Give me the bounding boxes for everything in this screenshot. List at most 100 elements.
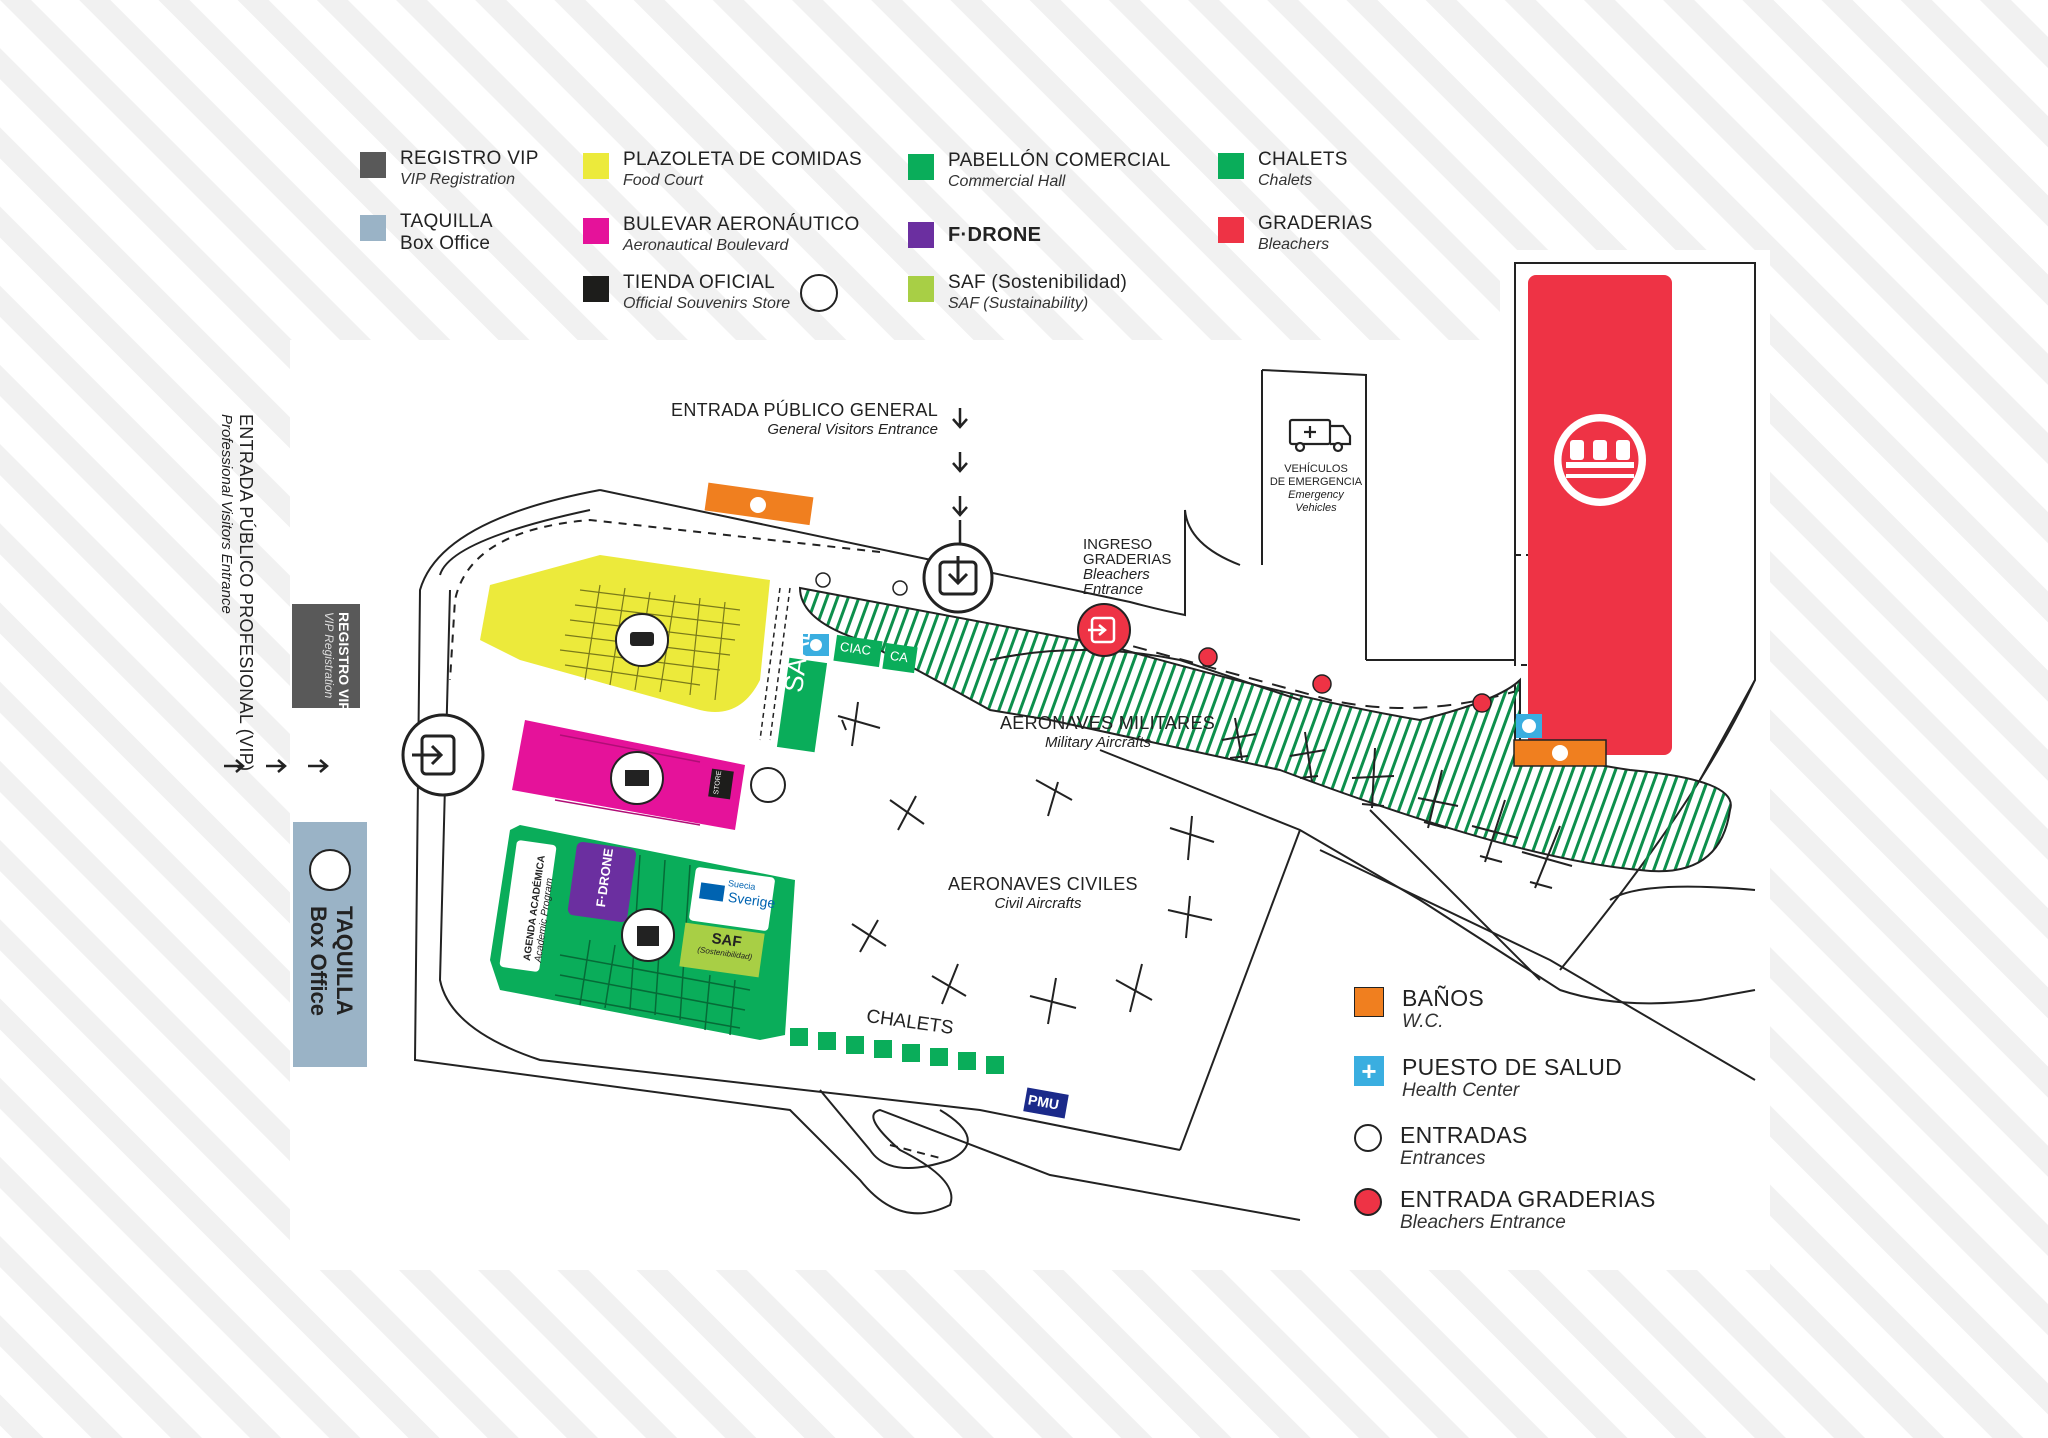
shopping-bag-icon [800,274,839,312]
legend-saf: SAF (Sostenibilidad)SAF (Sustainability) [908,272,1127,314]
dashed-column [759,587,791,741]
bleachers-entrance-markers [1198,647,1492,713]
legend-swatch [583,218,609,244]
sweden-block [689,867,775,931]
burger-icon [630,632,654,646]
bleachers-seat-icon [1554,414,1646,506]
entrance-icon [1354,1124,1382,1152]
entrances-main: ENTRADAS [1400,1122,1528,1148]
military-sub: Military Aircrafts [1044,734,1152,751]
legend-main: GRADERIAS [1258,213,1373,234]
bleachers-entrance-sub: Bleachers Entrance [1400,1212,1566,1233]
health-sub: Health Center [1402,1080,1520,1101]
box-office-sub: Box Office [306,906,331,1017]
legend-main: REGISTRO VIP [400,148,539,169]
emergency-sub2: Vehicles [1295,502,1337,514]
legend-sub: Official Souvenirs Store [623,295,791,312]
ca-label: CA [889,647,910,666]
legend-main: PABELLÓN COMERCIAL [948,150,1171,171]
ciac-block [833,634,883,668]
legend-swatch [360,215,386,241]
restroom-icon [1354,987,1384,1017]
store-front-icon [625,770,649,786]
hatched-taxiway [798,586,1732,873]
bleachers-area [1528,275,1672,755]
pmu-block [1020,1085,1072,1121]
bleachers-entrance-icon [1354,1188,1382,1216]
general-entrance-sub: General Visitors Entrance [767,421,938,438]
legend-swatch [908,276,934,302]
box-office-icon [309,849,351,891]
legend-main: TAQUILLA [400,211,493,232]
emergency-vehicles-label: VEHÍCULOS DE EMERGENCIA Emergency Vehicl… [1268,463,1364,515]
vip-registration-block [292,604,360,708]
health-icon-east [1522,719,1536,733]
legend-swatch [360,152,386,178]
civil-sub: Civil Aircrafts [994,895,1082,912]
legend-sub: VIP Registration [400,171,516,188]
bleachers-entry-sub2: Entrance [1083,581,1144,598]
legend-sub: Food Court [623,172,704,189]
legend-swatch [1218,217,1244,243]
military-jets [1221,717,1573,889]
saf-block [679,922,765,978]
academic-program-block [499,840,557,972]
military-aircrafts-label: AERONAVES MILITARES Military Aircrafts [1000,713,1216,751]
emergency-line1: VEHÍCULOS [1284,463,1348,475]
entrance-general [922,542,994,614]
entrances-sub: Entrances [1400,1148,1486,1169]
box-office-main: TAQUILLA [332,906,357,1016]
souvenir-bag-icon [750,767,786,803]
small-entrance-markers [815,572,908,596]
dashed-walkway [449,518,881,681]
legend-bleachers: GRADERIAS Bleachers [1218,213,1373,255]
vip-entrance-sub: Professional Visitors Entrance [218,414,235,614]
health-cross-icon: + [1354,1056,1384,1086]
legend-official-store: TIENDA OFICIAL Official Souvenirs Store [583,272,839,314]
legend-sub: Box Office [400,233,491,254]
bleachers-entry-line1: INGRESO [1083,536,1153,553]
bleachers-entry-label: INGRESO GRADERIAS Bleachers Entrance [1083,537,1171,597]
entrance-vip [401,713,485,797]
legend-swatch [583,276,609,302]
general-entrance-arrows [952,408,968,545]
entrance-bleachers [1077,603,1131,657]
emergency-line2: DE EMERGENCIA [1269,476,1363,488]
saab-block [776,657,828,753]
general-entrance-label: ENTRADA PÚBLICO GENERAL General Visitors… [671,400,938,438]
legend-main: PLAZOLETA DE COMIDAS [623,149,862,170]
vip-entrance-main: ENTRADA PÚBLICO PROFESIONAL (VIP) [236,414,256,772]
civil-main: AERONAVES CIVILES [948,874,1138,894]
legend-swatch [583,153,609,179]
health-icon-saab [810,639,822,651]
legend-fdrone: F·DRONE [908,218,1041,248]
legend-sub: Bleachers [1258,236,1330,253]
vip-registration-sub: VIP Registration [322,612,336,699]
emergency-sub1: Emergency [1288,489,1344,501]
bleachers-entrance-main: ENTRADA GRADERIAS [1400,1186,1656,1212]
health-main: PUESTO DE SALUD [1402,1054,1623,1080]
restrooms-main: BAÑOS [1402,985,1485,1011]
legend-swatch [1218,153,1244,179]
legend-swatch [908,222,934,248]
restroom-icon-east [1552,745,1568,761]
military-main: AERONAVES MILITARES [1000,713,1216,733]
official-store-block [708,768,734,800]
vip-registration-main: REGISTRO VIP [336,612,352,712]
legend-sub: Commercial Hall [948,173,1066,190]
fdrone-block [567,841,637,923]
legend-food-court: PLAZOLETA DE COMIDAS Food Court [583,149,862,191]
legend-main: TIENDA OFICIAL [623,272,776,293]
vip-entrance-arrows [224,759,329,773]
box-office-label: TAQUILLA Box Office [305,906,357,1016]
boulevard-booths [554,734,701,826]
legend-sub: Aeronautical Boulevard [623,237,789,254]
civil-planes [837,701,1215,1025]
